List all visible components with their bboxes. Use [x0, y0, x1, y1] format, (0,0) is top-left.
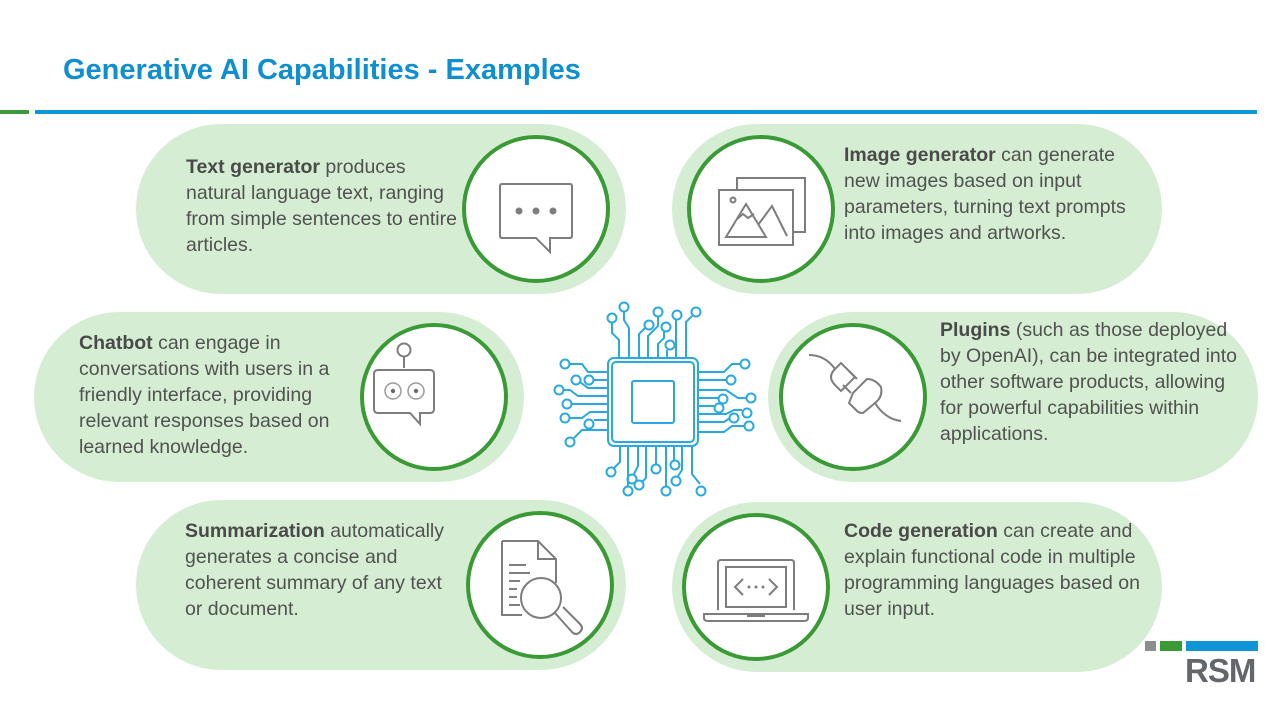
icon-ring: [462, 135, 610, 283]
icon-ring: [466, 511, 614, 659]
capability-description: produces natural language text, ranging …: [186, 156, 457, 256]
capability-name: Code generation: [844, 520, 998, 542]
capability-card-summarization: Summarization automatically generates a …: [136, 500, 626, 670]
logo-bar-blue: [1186, 641, 1258, 651]
capability-card-image-generator: Image generator can generate new images …: [672, 124, 1162, 294]
capability-text: Summarization automatically generates a …: [185, 518, 450, 622]
capability-text: Chatbot can engage in conversations with…: [79, 330, 369, 460]
icon-ring: [687, 135, 835, 283]
capability-name: Summarization: [185, 520, 325, 542]
capability-card-text-generator: Text generator produces natural language…: [136, 124, 626, 294]
capability-description: can create and explain functional code i…: [844, 520, 1140, 620]
capability-description: (such as those deployed by OpenAI), can …: [940, 319, 1238, 445]
image-gallery-icon: [718, 177, 806, 246]
capability-text: Code generation can create and explain f…: [844, 518, 1144, 622]
capability-card-code-generation: Code generation can create and explain f…: [672, 502, 1162, 672]
capability-card-chatbot: Chatbot can engage in conversations with…: [34, 312, 524, 482]
logo-bar-green: [1160, 641, 1182, 651]
title-rule-green: [0, 110, 29, 114]
laptop-code-icon: [703, 559, 809, 622]
icon-ring: [682, 513, 830, 661]
capability-text: Image generator can generate new images …: [844, 142, 1139, 246]
title-rule-blue: [35, 110, 1257, 114]
slide-title: Generative AI Capabilities - Examples: [63, 54, 581, 86]
capability-text: Text generator produces natural language…: [186, 154, 466, 258]
robot-chat-icon: [373, 342, 435, 427]
capability-name: Plugins: [940, 319, 1011, 341]
speech-bubble-icon: [499, 183, 573, 255]
capability-description: can generate new images based on input p…: [844, 144, 1126, 244]
icon-ring: [779, 323, 927, 471]
capability-name: Text generator: [186, 156, 321, 178]
capability-text: Plugins (such as those deployed by OpenA…: [940, 317, 1240, 447]
capability-name: Chatbot: [79, 332, 153, 354]
logo-text: RSM: [1185, 652, 1256, 689]
capability-card-plugins: Plugins (such as those deployed by OpenA…: [768, 312, 1258, 482]
capability-description: automatically generates a concise and co…: [185, 520, 444, 620]
capability-name: Image generator: [844, 144, 996, 166]
capability-description: can engage in conversations with users i…: [79, 332, 330, 458]
document-search-icon: [501, 540, 583, 635]
plug-icon: [808, 354, 902, 422]
ai-chip-icon: [553, 301, 757, 497]
logo-bar-gray: [1145, 641, 1156, 651]
icon-ring: [360, 323, 508, 471]
